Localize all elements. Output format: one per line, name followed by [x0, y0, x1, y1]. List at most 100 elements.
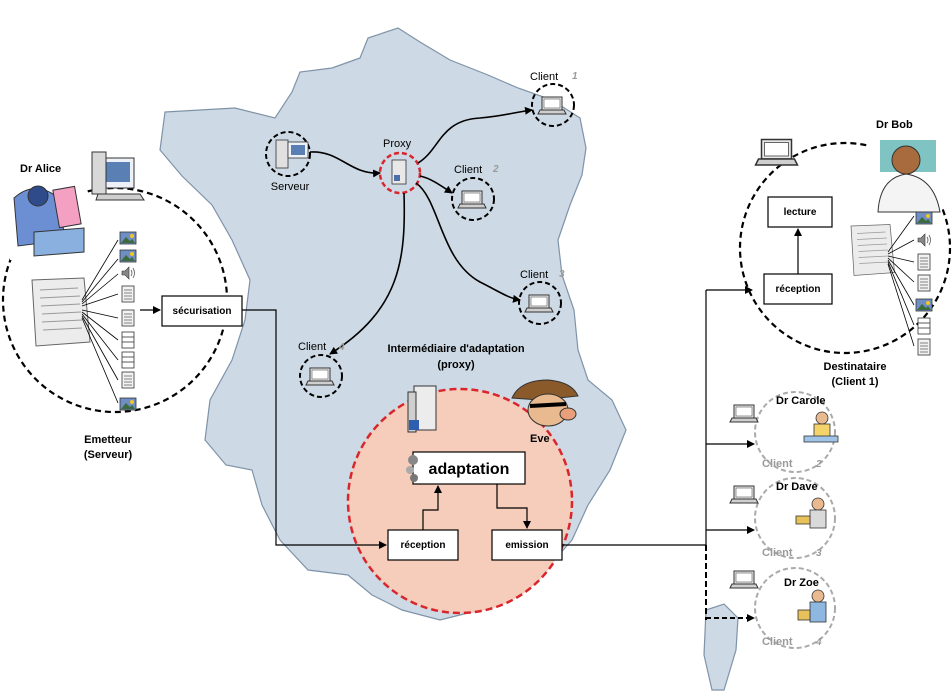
document-icon — [917, 338, 931, 356]
gear-icon — [406, 455, 418, 482]
destinataire-sub-label: (Client 1) — [831, 376, 878, 388]
laptop-icon — [457, 190, 487, 209]
laptop-icon — [305, 367, 335, 386]
client-3-remote-number: 3 — [816, 548, 822, 559]
link-proxy-client3 — [415, 182, 521, 303]
client-3-remote-label: Client — [762, 547, 793, 559]
lecture-box — [767, 196, 833, 228]
reception-box — [387, 529, 459, 561]
client-3-circle — [518, 281, 562, 325]
proxy-large-server-icon — [407, 385, 437, 433]
proxy-server-icon — [391, 159, 407, 185]
document-icon — [121, 309, 135, 327]
image-icon — [119, 397, 137, 411]
reception-label: réception — [400, 540, 445, 551]
flow-securisation-to-reception — [242, 309, 387, 549]
server-computer-icon — [275, 139, 309, 169]
securisation-box — [161, 295, 243, 327]
doctor-bob-icon — [870, 134, 942, 213]
laptop-icon — [537, 96, 567, 115]
spy-eve-icon — [511, 379, 579, 427]
client-2-remote-circle — [754, 391, 836, 473]
client-4-label: Client — [298, 341, 326, 353]
proxy-label: Proxy — [383, 138, 412, 150]
laptop-icon — [524, 294, 554, 313]
laptop-icon — [754, 138, 799, 166]
client-4-remote-circle — [754, 567, 836, 649]
document-icon — [917, 274, 931, 292]
emitter-sub-label: (Serveur) — [84, 449, 133, 461]
client-2-number: 2 — [492, 164, 499, 175]
client-4-remote-label: Client — [762, 636, 793, 648]
image-icon — [915, 211, 933, 225]
image-icon — [119, 231, 137, 245]
document-icon — [121, 371, 135, 389]
lecture-label: lecture — [784, 207, 817, 218]
client-2-label: Client — [454, 164, 482, 176]
proxy-title-sub-label: (proxy) — [437, 359, 475, 371]
dr-bob-label: Dr Bob — [876, 119, 913, 131]
doctor-alice-icon — [10, 182, 86, 260]
reception-bob-box — [763, 273, 833, 305]
video-icon — [121, 331, 135, 349]
adaptation-box — [412, 451, 526, 485]
client-1-label: Client — [530, 71, 558, 83]
dr-carole-label: Dr Carole — [776, 395, 826, 407]
proxy-small-circle — [378, 151, 422, 195]
proxy-title-label: Intermédiaire d'adaptation — [387, 343, 524, 355]
emitter-label: Emetteur — [84, 434, 132, 446]
emission-label: emission — [505, 540, 548, 551]
laptop-icon — [729, 570, 759, 589]
dr-alice-label: Dr Alice — [20, 163, 61, 175]
document-icon — [121, 285, 135, 303]
serveur-label: Serveur — [271, 181, 310, 193]
client-2-remote-label: Client — [762, 458, 793, 470]
computer-icon — [91, 151, 145, 201]
client-3-number: 3 — [559, 269, 565, 280]
client-1-number: 1 — [572, 71, 578, 82]
document-icon — [917, 253, 931, 271]
client-3-remote-circle — [754, 477, 836, 559]
video-icon — [917, 317, 931, 335]
corsica-map — [703, 603, 739, 691]
laptop-icon — [729, 485, 759, 504]
link-serveur-proxy — [309, 151, 381, 178]
medical-record-document-icon — [31, 277, 91, 347]
link-proxy-client1 — [417, 106, 533, 164]
doctor-dave-icon — [795, 497, 827, 529]
recipient-circle — [738, 141, 952, 355]
client-4-remote-number: 4 — [815, 637, 822, 648]
dr-dave-label: Dr Dave — [776, 481, 818, 493]
image-icon — [119, 249, 137, 263]
arrow-reception-adaptation — [422, 485, 442, 530]
client-4-number: 4 — [338, 342, 345, 353]
adaptation-label: adaptation — [429, 461, 510, 478]
client-1-circle — [531, 83, 575, 127]
laptop-icon — [729, 404, 759, 423]
link-proxy-client4 — [329, 192, 406, 355]
link-proxy-client2 — [419, 175, 453, 194]
video-icon — [121, 351, 135, 369]
client-3-label: Client — [520, 269, 548, 281]
doctor-zoe-icon — [797, 589, 827, 623]
server-circle — [265, 131, 311, 177]
doctor-carole-icon — [803, 411, 839, 443]
client-4-circle — [299, 354, 343, 398]
arrow-adaptation-emission — [496, 484, 531, 529]
image-icon — [915, 298, 933, 312]
destinataire-label: Destinataire — [824, 361, 887, 373]
dr-zoe-label: Dr Zoe — [784, 577, 819, 589]
media-fan-lines-bob — [887, 215, 915, 347]
medical-record-document-icon — [850, 224, 895, 276]
audio-icon — [121, 266, 135, 280]
eve-label: Eve — [530, 433, 550, 445]
media-fan-lines — [81, 239, 119, 404]
client-2-remote-number: 2 — [815, 459, 822, 470]
client-2-circle — [451, 177, 495, 221]
audio-icon — [917, 233, 931, 247]
securisation-label: sécurisation — [173, 306, 232, 317]
reception-bob-label: réception — [775, 284, 820, 295]
emission-box — [491, 529, 563, 561]
